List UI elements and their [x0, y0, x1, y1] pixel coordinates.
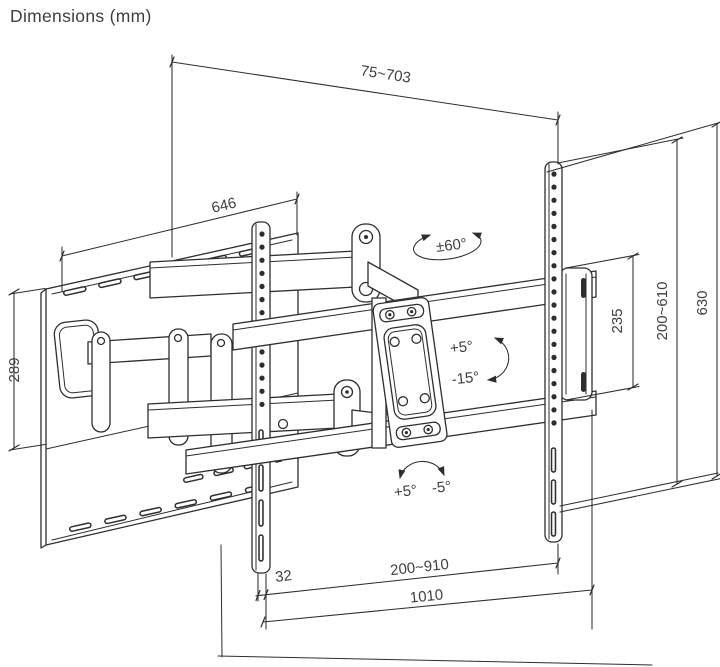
- dim-label-rail-offset: 32: [274, 567, 292, 586]
- arm-upright: [91, 331, 111, 433]
- dim-max-width: 1010: [260, 409, 595, 630]
- angle-label-tilt-down: -15°: [451, 369, 480, 389]
- dim-adapter-height: 235: [565, 252, 640, 401]
- dim-label-wall-plate-width: 646: [210, 194, 238, 216]
- dim-label-vesa-horizontal-range: 200~910: [389, 556, 449, 579]
- page-title: Dimensions (mm): [10, 6, 152, 26]
- dim-depth-range: 75~703: [169, 54, 561, 258]
- dim-wall-plate-width: 646: [59, 191, 300, 292]
- dim-wall-plate-height: 289: [6, 287, 46, 452]
- angle-label-roll-left: +5°: [393, 482, 418, 501]
- dim-label-rail-height: 630: [694, 290, 711, 315]
- angle-label-tilt-up: +5°: [449, 338, 474, 357]
- dim-label-wall-plate-height: 289: [6, 357, 23, 382]
- angle-label-swivel: ±60°: [435, 235, 468, 256]
- angle-roll: +5° -5°: [393, 460, 452, 501]
- dim-label-max-width: 1010: [409, 586, 444, 606]
- right-tv-rail: [544, 161, 563, 543]
- angle-label-roll-right: -5°: [431, 478, 452, 497]
- angle-swivel: ±60°: [413, 232, 482, 261]
- dim-rail-offset-and-horizontal-range: 32 200~910: [255, 543, 561, 630]
- dim-label-depth-range: 75~703: [359, 62, 411, 86]
- dim-vesa-vertical-range: 200~610: [557, 136, 719, 507]
- vesa-plate: [371, 297, 448, 449]
- angle-tilt: +5° -15°: [449, 337, 510, 389]
- dim-rail-height: 630: [546, 121, 720, 513]
- dim-label-adapter-height: 235: [609, 308, 626, 333]
- slide-bracket: [559, 267, 593, 401]
- perspective-lines: [217, 544, 653, 666]
- left-tv-rail: [251, 221, 271, 574]
- dim-label-vesa-vertical-range: 200~610: [654, 282, 671, 341]
